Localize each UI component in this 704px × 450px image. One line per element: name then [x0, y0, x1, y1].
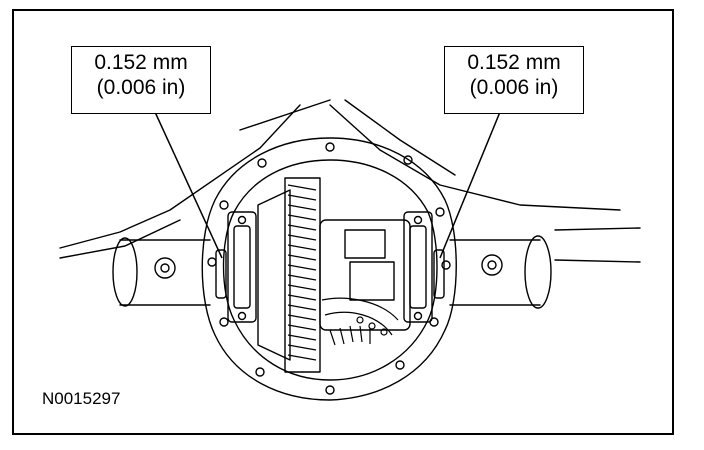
housing-bolt [441, 260, 451, 270]
shim-left [215, 249, 227, 299]
housing-bolt [257, 158, 267, 168]
callout-right-metric: 0.152 mm [467, 51, 561, 74]
callout-left-metric: 0.152 mm [94, 51, 188, 74]
axle-tube-right [449, 239, 541, 306]
housing-flange [201, 137, 457, 401]
ring-gear-teeth [287, 184, 317, 361]
shim-right [433, 249, 445, 299]
bearing-cap-right [403, 211, 433, 323]
housing-bolt [435, 207, 445, 217]
housing-bolt [219, 200, 229, 210]
callout-left-imperial: (0.006 in) [96, 76, 186, 99]
housing-bolt [403, 155, 413, 165]
bearing-cap-left [227, 211, 257, 323]
frame-line-diagonal [239, 99, 331, 131]
frame-rail-top-right [329, 104, 621, 211]
leader-line-right [439, 111, 501, 259]
housing-bolt [395, 360, 405, 370]
housing-bolt [325, 385, 335, 395]
pinion-gear [321, 297, 399, 346]
ring-gear [284, 177, 321, 373]
axle-bolt-left [154, 257, 176, 279]
frame-rail-right-2 [554, 259, 641, 263]
differential-case [257, 189, 291, 361]
frame-rail-right [554, 227, 641, 231]
axle-tube-left [119, 239, 211, 306]
axle-flange-right [524, 235, 552, 309]
frame-rail-top-left-2 [59, 219, 181, 259]
callout-right: 0.152 mm (0.006 in) [444, 46, 584, 114]
housing-bolt [207, 257, 217, 267]
frame-rail-top-left [59, 104, 301, 249]
figure-id: N0015297 [42, 389, 121, 408]
housing-bolt [325, 142, 335, 152]
callout-left: 0.152 mm (0.006 in) [71, 46, 211, 114]
frame-rail-top-right-2 [344, 99, 456, 176]
callout-right-imperial: (0.006 in) [469, 76, 559, 99]
leader-line-left [154, 111, 223, 259]
axle-flange-left [112, 237, 138, 307]
housing-bolt [219, 317, 229, 327]
axle-bolt-right [481, 254, 503, 276]
housing-bolt [255, 367, 265, 377]
